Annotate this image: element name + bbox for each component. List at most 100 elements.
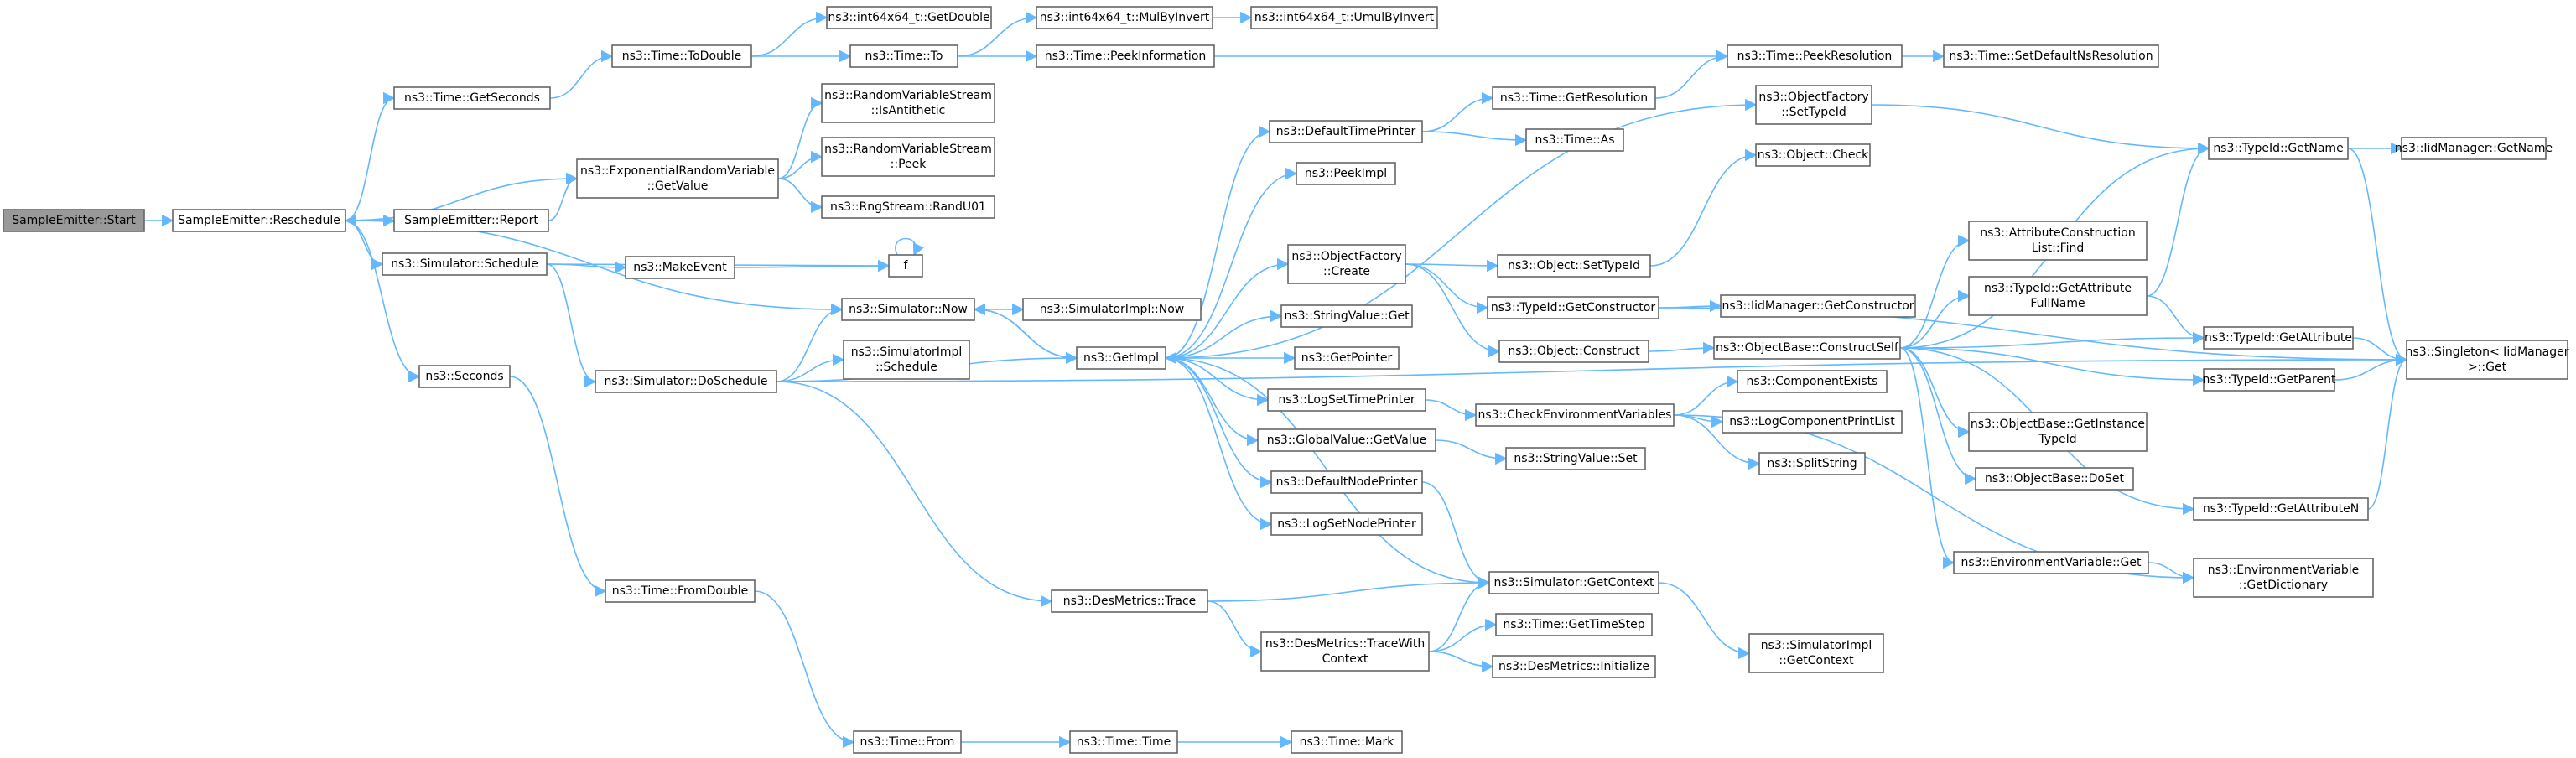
node-ns3-randomvariablestream-peek[interactable]: ns3::RandomVariableStream::Peek xyxy=(821,137,995,177)
node-ns3-time-mark[interactable]: ns3::Time::Mark xyxy=(1291,730,1403,754)
node-ns3-time-from[interactable]: ns3::Time::From xyxy=(853,730,962,754)
node-ns3-objectbase-constructself[interactable]: ns3::ObjectBase::ConstructSelf xyxy=(1713,336,1901,360)
node-ns3-int64x64-t-umulbyinvert[interactable]: ns3::int64x64_t::UmulByInvert xyxy=(1250,6,1438,29)
node-ns3-simulator-schedule[interactable]: ns3::Simulator::Schedule xyxy=(382,252,548,276)
node-ns3-splitstring[interactable]: ns3::SplitString xyxy=(1758,452,1866,475)
node-ns3-seconds[interactable]: ns3::Seconds xyxy=(418,365,511,388)
node-ns3-simulator-getcontext[interactable]: ns3::Simulator::GetContext xyxy=(1488,571,1659,594)
node-ns3-simulatorimpl-getcontext[interactable]: ns3::SimulatorImpl::GetContext xyxy=(1748,633,1884,673)
node-box xyxy=(1269,120,1423,143)
node-ns3-logcomponentprintlist[interactable]: ns3::LogComponentPrintList xyxy=(1722,410,1903,434)
node-ns3-stringvalue-get[interactable]: ns3::StringValue::Get xyxy=(1280,304,1413,328)
node-label: ns3::TypeId::GetName xyxy=(2213,142,2343,155)
node-label: ns3::Time::To xyxy=(865,49,943,63)
call-edge xyxy=(1421,131,1528,147)
node-ns3-logsettimeprinter[interactable]: ns3::LogSetTimePrinter xyxy=(1267,388,1426,412)
node-ns3-checkenvironmentvariables[interactable]: ns3::CheckEnvironmentVariables xyxy=(1475,403,1675,427)
node-sampleemitter-start[interactable]: SampleEmitter::Start xyxy=(3,209,145,232)
node-ns3-object-settypeid[interactable]: ns3::Object::SetTypeId xyxy=(1497,254,1651,278)
node-label: ns3::TypeId::GetAttribute xyxy=(2205,331,2352,345)
node-ns3-rngstream-randu01[interactable]: ns3::RngStream::RandU01 xyxy=(821,195,995,219)
call-edge xyxy=(345,220,421,383)
node-ns3-simulatorimpl-now[interactable]: ns3::SimulatorImpl::Now xyxy=(1022,298,1202,321)
node-ns3-objectfactory-settypeid[interactable]: ns3::ObjectFactory::SetTypeId xyxy=(1755,85,1872,125)
node-ns3-environmentvariable-get[interactable]: ns3::EnvironmentVariable::Get xyxy=(1953,551,2149,574)
node-label: ns3::Singleton< IidManager xyxy=(2406,345,2569,359)
node-ns3-time-getresolution[interactable]: ns3::Time::GetResolution xyxy=(1492,86,1656,110)
node-label: ns3::LogComponentPrintList xyxy=(1729,415,1895,428)
node-box xyxy=(2203,368,2335,392)
node-ns3-typeid-getparent[interactable]: ns3::TypeId::GetParent xyxy=(2203,368,2336,392)
node-ns3-iidmanager-getname[interactable]: ns3::IidManager::GetName xyxy=(2395,137,2553,160)
node-label: ns3::AttributeConstruction xyxy=(1980,226,2135,240)
node-sampleemitter-reschedule[interactable]: SampleEmitter::Reschedule xyxy=(172,209,346,232)
node-label: ns3::Object::Check xyxy=(1758,148,1869,162)
node-box xyxy=(1525,128,1624,152)
node-label: List::Find xyxy=(2032,241,2085,255)
node-ns3-time-getseconds[interactable]: ns3::Time::GetSeconds xyxy=(393,86,551,110)
node-f[interactable]: f xyxy=(888,254,923,278)
node-ns3-typeid-getconstructor[interactable]: ns3::TypeId::GetConstructor xyxy=(1487,296,1659,319)
call-edge xyxy=(1405,263,1501,358)
node-ns3-singleton-iidmanager-get[interactable]: ns3::Singleton< IidManager >::Get xyxy=(2406,340,2569,380)
node-ns3-time-as[interactable]: ns3::Time::As xyxy=(1525,128,1624,152)
node-label: SampleEmitter::Report xyxy=(404,214,538,227)
node-ns3-exponentialrandomvariable-getvalue[interactable]: ns3::ExponentialRandomVariable::GetValue xyxy=(576,158,779,199)
node-label: ns3::IidManager::GetConstructor xyxy=(1722,299,1914,313)
node-ns3-logsetnodeprinter[interactable]: ns3::LogSetNodePrinter xyxy=(1270,512,1423,536)
node-box xyxy=(1737,370,1888,393)
node-ns3-time-peekinformation[interactable]: ns3::Time::PeekInformation xyxy=(1036,44,1215,68)
node-sampleemitter-report[interactable]: SampleEmitter::Report xyxy=(393,209,549,232)
node-ns3-time-todouble[interactable]: ns3::Time::ToDouble xyxy=(611,44,752,68)
call-edge xyxy=(1165,257,1290,359)
node-ns3-typeid-getattributen[interactable]: ns3::TypeId::GetAttributeN xyxy=(2193,497,2369,521)
node-ns3-object-check[interactable]: ns3::Object::Check xyxy=(1755,143,1871,167)
node-ns3-time-to[interactable]: ns3::Time::To xyxy=(849,44,958,68)
node-ns3-peekimpl[interactable]: ns3::PeekImpl xyxy=(1296,162,1396,185)
node-ns3-typeid-getname[interactable]: ns3::TypeId::GetName xyxy=(2208,137,2349,160)
node-label: ns3::IidManager::GetName xyxy=(2395,142,2553,155)
node-ns3-time-gettimestep[interactable]: ns3::Time::GetTimeStep xyxy=(1495,613,1653,636)
node-ns3-getimpl[interactable]: ns3::GetImpl xyxy=(1076,346,1166,370)
call-edge xyxy=(2146,142,2210,297)
node-ns3-simulator-doschedule[interactable]: ns3::Simulator::DoSchedule xyxy=(595,370,777,393)
node-ns3-componentexists[interactable]: ns3::ComponentExists xyxy=(1737,370,1888,393)
node-box xyxy=(1505,447,1646,470)
node-ns3-randomvariablestream-isantithetic[interactable]: ns3::RandomVariableStream::IsAntithetic xyxy=(821,83,995,123)
node-ns3-time-time[interactable]: ns3::Time::Time xyxy=(1069,730,1178,754)
node-label: ns3::GlobalValue::GetValue xyxy=(1267,434,1426,447)
node-ns3-globalvalue-getvalue[interactable]: ns3::GlobalValue::GetValue xyxy=(1257,428,1436,452)
node-ns3-time-peekresolution[interactable]: ns3::Time::PeekResolution xyxy=(1727,44,1903,68)
node-ns3-getpointer[interactable]: ns3::GetPointer xyxy=(1294,346,1400,370)
node-ns3-makeevent[interactable]: ns3::MakeEvent xyxy=(625,256,735,279)
node-label: ns3::StringValue::Set xyxy=(1514,452,1638,465)
node-ns3-object-construct[interactable]: ns3::Object::Construct xyxy=(1498,340,1649,363)
node-ns3-typeid-getattribute[interactable]: ns3::TypeId::GetAttribute xyxy=(2203,326,2354,350)
node-ns3-simulatorimpl-schedule[interactable]: ns3::SimulatorImpl::Schedule xyxy=(843,340,970,380)
node-box xyxy=(1487,296,1659,319)
node-ns3-objectbase-doset[interactable]: ns3::ObjectBase::DoSet xyxy=(1975,467,2134,491)
node-ns3-defaultnodeprinter[interactable]: ns3::DefaultNodePrinter xyxy=(1270,470,1423,494)
node-box xyxy=(1270,470,1423,494)
node-label: ::Peek xyxy=(891,158,927,171)
node-ns3-stringvalue-set[interactable]: ns3::StringValue::Set xyxy=(1505,447,1646,470)
node-ns3-time-fromdouble[interactable]: ns3::Time::FromDouble xyxy=(605,579,756,603)
node-ns3-objectfactory-create[interactable]: ns3::ObjectFactory::Create xyxy=(1287,244,1406,284)
node-ns3-simulator-now[interactable]: ns3::Simulator::Now xyxy=(841,298,975,321)
node-ns3-time-setdefaultnsresolution[interactable]: ns3::Time::SetDefaultNsResolution xyxy=(1943,44,2159,68)
node-ns3-defaulttimeprinter[interactable]: ns3::DefaultTimePrinter xyxy=(1269,120,1423,143)
node-ns3-int64x64-t-getdouble[interactable]: ns3::int64x64_t::GetDouble xyxy=(826,6,992,29)
node-box xyxy=(1755,85,1872,125)
call-edge xyxy=(734,259,891,273)
node-ns3-environmentvariable-getdictionary[interactable]: ns3::EnvironmentVariable::GetDictionary xyxy=(2193,558,2374,598)
call-edge xyxy=(549,49,614,99)
node-ns3-int64x64-t-mulbyinvert[interactable]: ns3::int64x64_t::MulByInvert xyxy=(1036,6,1213,29)
node-ns3-desmetrics-initialize[interactable]: ns3::DesMetrics::Initialize xyxy=(1492,655,1656,678)
node-label: ::Create xyxy=(1323,265,1370,278)
node-ns3-desmetrics-trace[interactable]: ns3::DesMetrics::Trace xyxy=(1051,589,1208,613)
node-ns3-iidmanager-getconstructor[interactable]: ns3::IidManager::GetConstructor xyxy=(1720,294,1916,318)
